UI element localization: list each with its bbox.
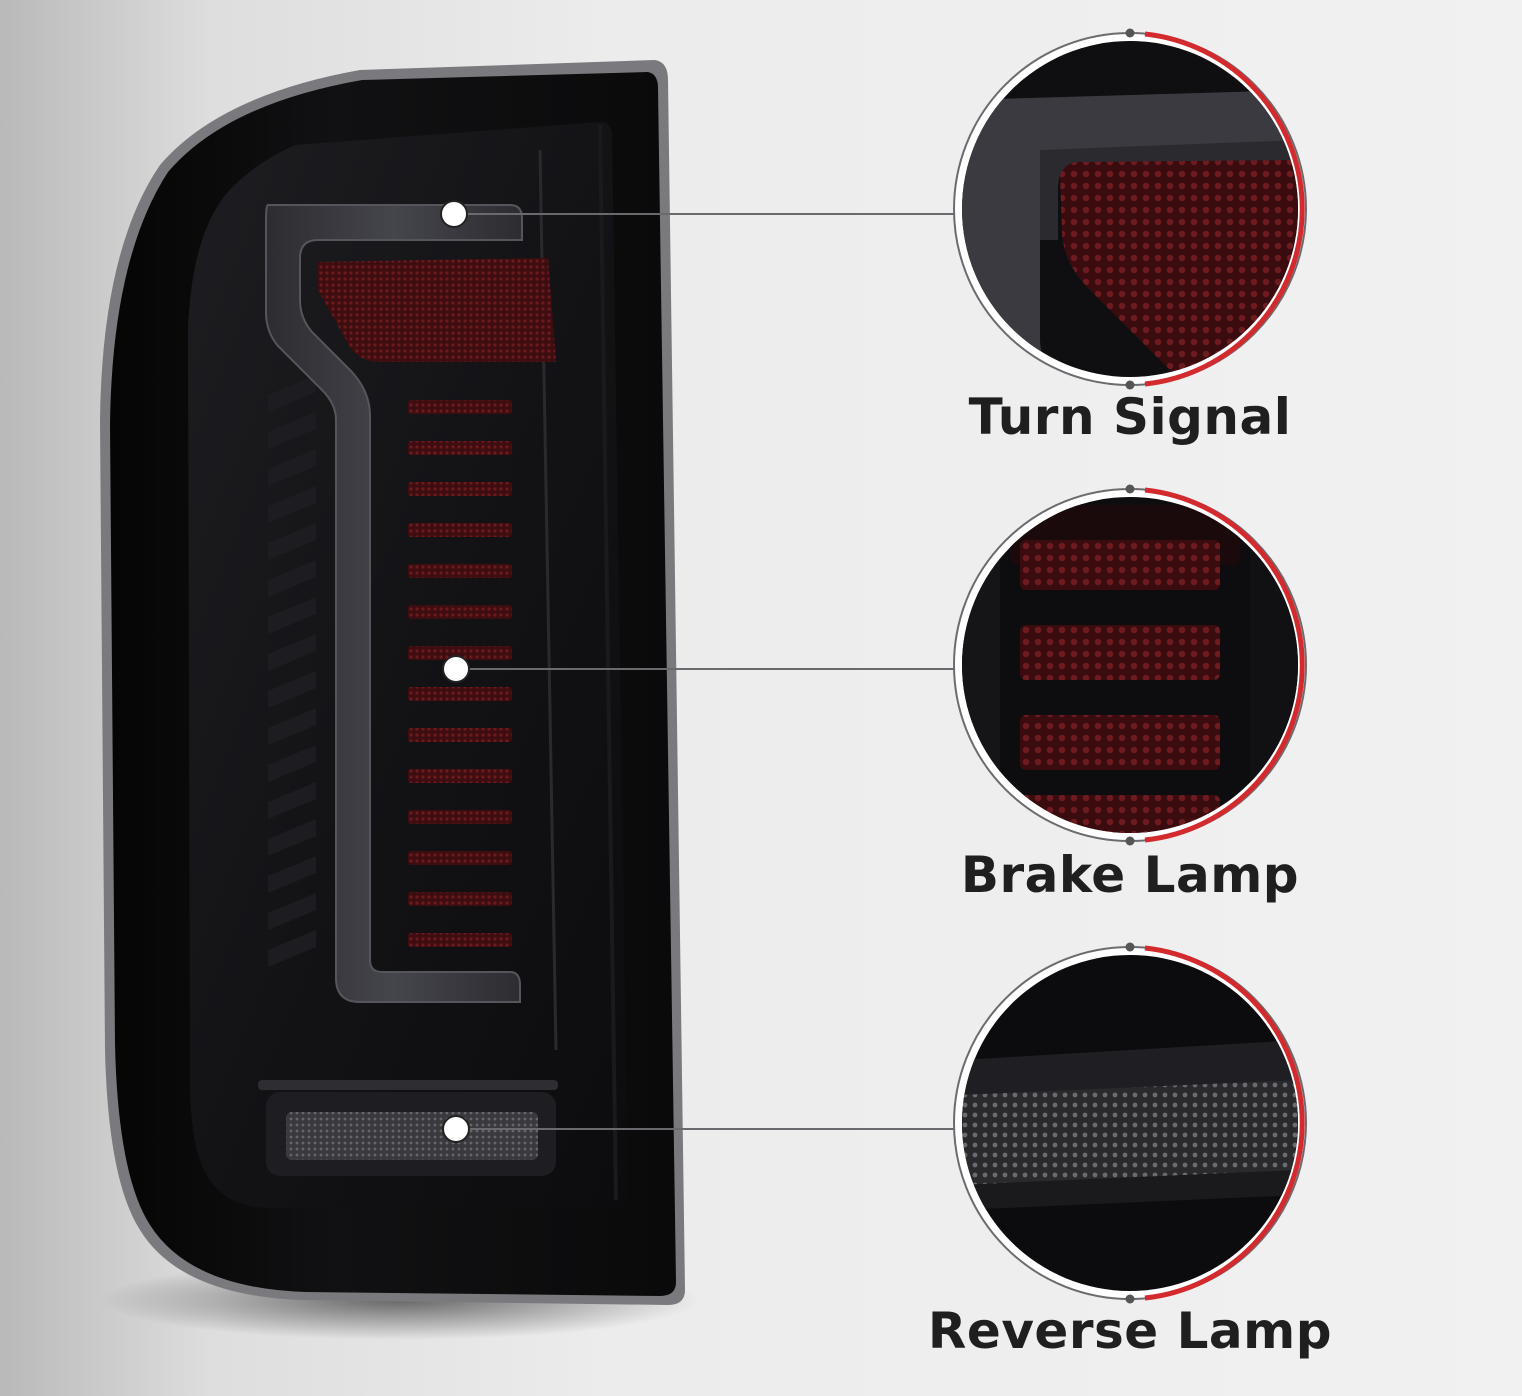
turn-signal-dot	[441, 201, 467, 227]
turn-signal-label: Turn Signal	[968, 388, 1292, 446]
reverse-lamp-dot	[443, 1116, 469, 1142]
reverse-lamp-label: Reverse Lamp	[927, 1302, 1333, 1360]
reverse-lamp-lens	[286, 1112, 538, 1160]
brake-lamp-dot	[443, 656, 469, 682]
louvers	[268, 375, 316, 967]
brake-lamp-zoom	[953, 484, 1307, 846]
light-bar	[265, 204, 523, 1003]
brake-lamp-label: Brake Lamp	[960, 846, 1300, 904]
callout-leaders	[454, 213, 962, 1130]
reverse-lamp-bar	[258, 1080, 558, 1090]
lens-frame-line-2	[598, 124, 618, 1201]
callout-dots	[440, 200, 470, 1143]
reverse-lamp-zoom	[953, 942, 1307, 1304]
turn-signal-zoom	[953, 28, 1307, 390]
brake-led-strips	[408, 400, 512, 947]
turn-signal-lens	[318, 258, 556, 362]
